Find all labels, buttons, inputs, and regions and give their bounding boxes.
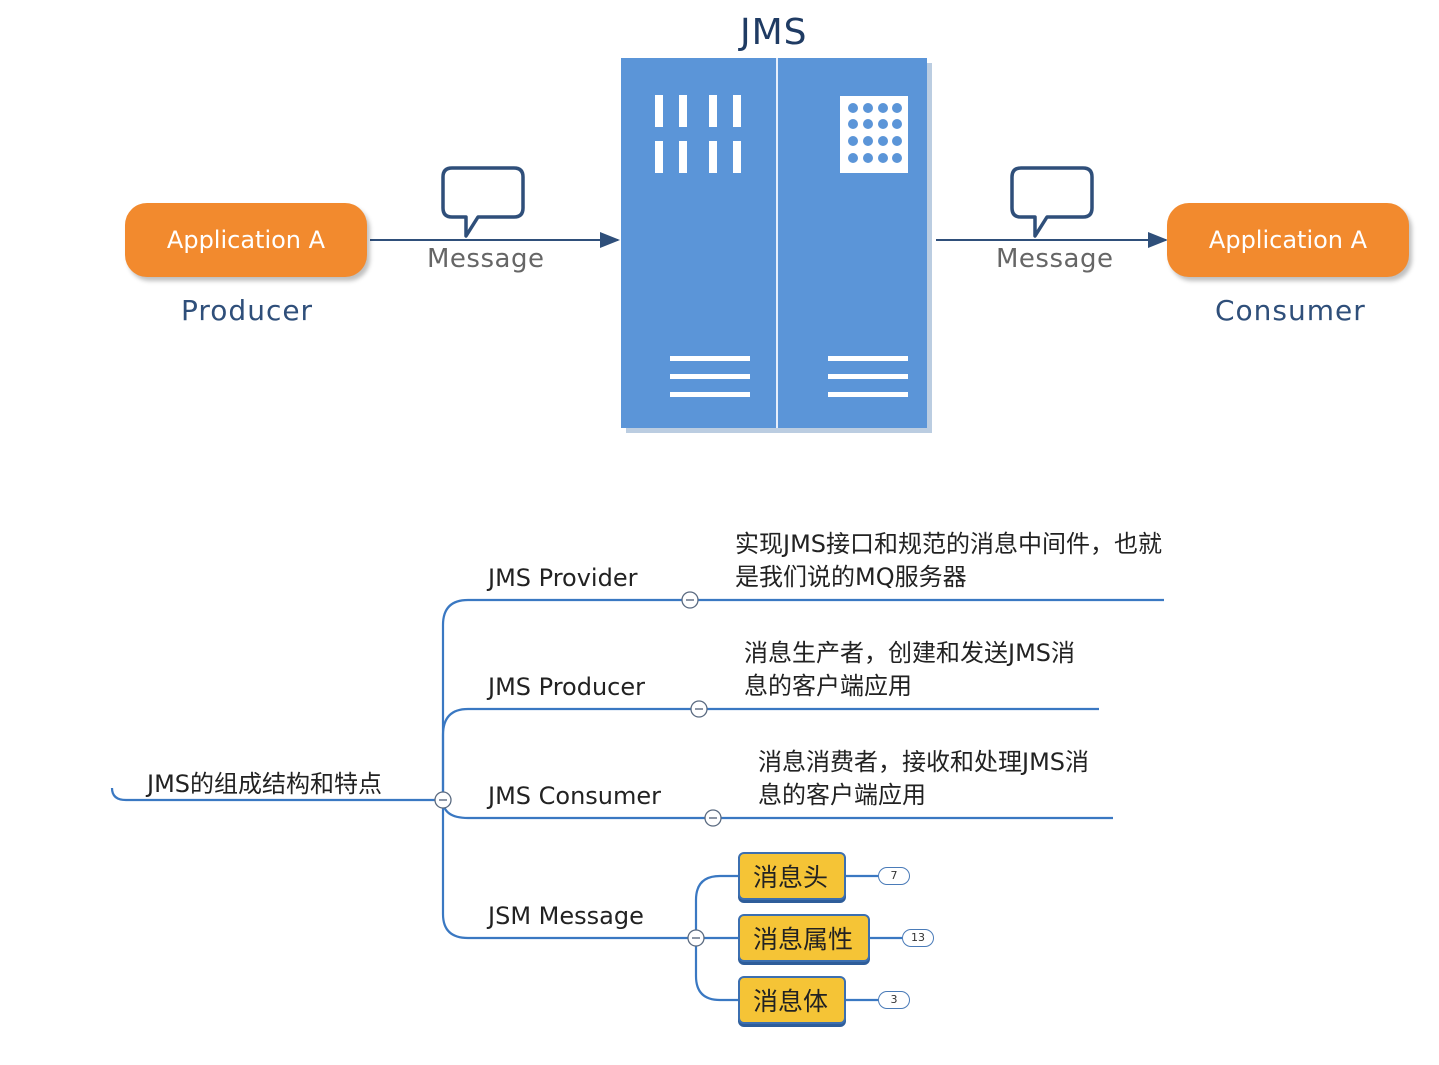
message-bubble-icon-left (441, 166, 525, 238)
producer-role: Producer (181, 294, 314, 327)
node-message-properties-label: 消息属性 (753, 925, 854, 954)
node-message-body-label: 消息体 (753, 987, 829, 1016)
count-badge[interactable]: 3 (878, 991, 910, 1009)
branch-provider: JMS Provider (488, 564, 638, 592)
producer-app-label: Application A (166, 226, 326, 254)
mindmap-root: JMS的组成结构和特点 (147, 770, 383, 798)
mindmap-lines (110, 598, 1164, 1002)
producer-app-box: Application A (125, 203, 367, 277)
consumer-app-label: Application A (1208, 226, 1368, 254)
node-message-properties[interactable]: 消息属性 (738, 914, 870, 962)
count-badge[interactable]: 7 (878, 867, 910, 885)
producer-description: 消息生产者，创建和发送JMS消息的客户端应用 (744, 639, 1076, 700)
jms-title: JMS (740, 12, 808, 53)
consumer-app-box: Application A (1167, 203, 1409, 277)
jms-server-icon (621, 58, 932, 433)
provider-description: 实现JMS接口和规范的消息中间件，也就是我们说的MQ服务器 (735, 530, 1163, 591)
message-label-right: Message (996, 244, 1114, 274)
node-message-header-label: 消息头 (753, 863, 829, 892)
consumer-description: 消息消费者，接收和处理JMS消息的客户端应用 (758, 748, 1090, 809)
node-message-header[interactable]: 消息头 (738, 852, 846, 900)
branch-consumer: JMS Consumer (488, 782, 662, 810)
message-label-left: Message (427, 244, 545, 274)
count-badge[interactable]: 13 (902, 929, 934, 947)
branch-message: JSM Message (488, 902, 644, 930)
message-bubble-icon-right (1010, 166, 1094, 238)
node-message-body[interactable]: 消息体 (738, 976, 846, 1024)
branch-producer: JMS Producer (488, 673, 645, 701)
collapse-toggles (434, 591, 722, 947)
consumer-role: Consumer (1215, 294, 1366, 327)
